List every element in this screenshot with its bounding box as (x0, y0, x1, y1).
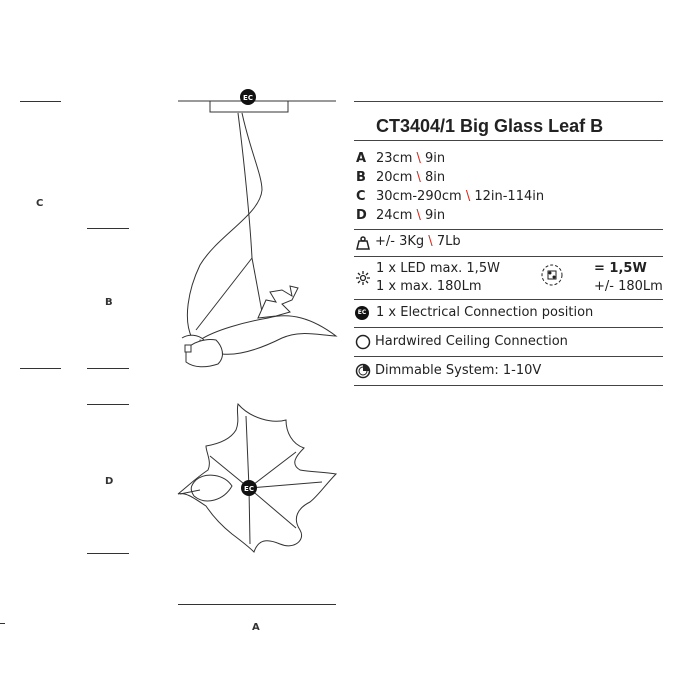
dim-line-c-bottom (20, 368, 61, 369)
dim-label-d: D (105, 476, 114, 487)
led-row: 1 x LED max. 1,5W 1 x max. 180Lm = 1,5W … (354, 257, 663, 300)
ec-icon: EC (355, 306, 369, 320)
cable (237, 112, 253, 259)
dimension-row-b: B 20cm \ 8in (356, 170, 446, 185)
sun-icon (355, 270, 371, 290)
electrical-connection-row: EC 1 x Electrical Connection position (354, 300, 663, 328)
product-title: CT3404/1 Big Glass Leaf B (354, 101, 663, 141)
dim-line-d-top (87, 404, 129, 405)
hardwired-icon (355, 334, 371, 354)
dim-line-a (178, 604, 336, 605)
spec-table: CT3404/1 Big Glass Leaf B A 23cm \ 9in B… (354, 101, 663, 386)
dimension-list: A 23cm \ 9in B 20cm \ 8in C 30cm-290cm \… (354, 141, 663, 230)
leaf-top-view (177, 402, 338, 553)
edge-mark (0, 623, 5, 624)
dim-label-b: B (105, 297, 113, 308)
led-total-power: = 1,5W (594, 261, 647, 276)
svg-text:EC: EC (243, 94, 253, 102)
dimmable-text: Dimmable System: 1-10V (375, 363, 542, 378)
hardwired-row: Hardwired Ceiling Connection (354, 328, 663, 357)
svg-text:EC: EC (244, 485, 254, 493)
dimmable-row: Dimmable System: 1-10V (354, 357, 663, 386)
dim-line-b-bottom (87, 368, 129, 369)
led-total-lumen: +/- 180Lm (594, 279, 663, 294)
dim-line-c-top (20, 101, 61, 102)
leaf-side-view (181, 285, 338, 368)
cable (186, 112, 263, 339)
dim-label-c: C (36, 198, 44, 209)
dimension-row-d: D 24cm \ 9in (356, 208, 446, 223)
ec-marker-top: EC (240, 89, 256, 105)
dim-line-b-top (87, 228, 129, 229)
dimension-row-c: C 30cm-290cm \ 12in-114in (356, 189, 545, 204)
weight-row: +/- 3Kg \ 7Lb (354, 230, 663, 257)
led-line-1: 1 x LED max. 1,5W (376, 261, 500, 276)
led-bulb-icon (540, 263, 564, 291)
technical-drawing: EC EC (177, 89, 338, 553)
dimension-row-a: A 23cm \ 9in (356, 151, 446, 166)
dim-label-a: A (252, 622, 260, 633)
electrical-connection-text: 1 x Electrical Connection position (376, 305, 594, 320)
hardwired-text: Hardwired Ceiling Connection (375, 334, 568, 349)
weight-icon (356, 236, 370, 254)
dim-line-d-bottom (87, 553, 129, 554)
led-line-2: 1 x max. 180Lm (376, 279, 482, 294)
dimmer-icon (355, 363, 371, 383)
ec-marker-plan: EC (241, 480, 257, 496)
